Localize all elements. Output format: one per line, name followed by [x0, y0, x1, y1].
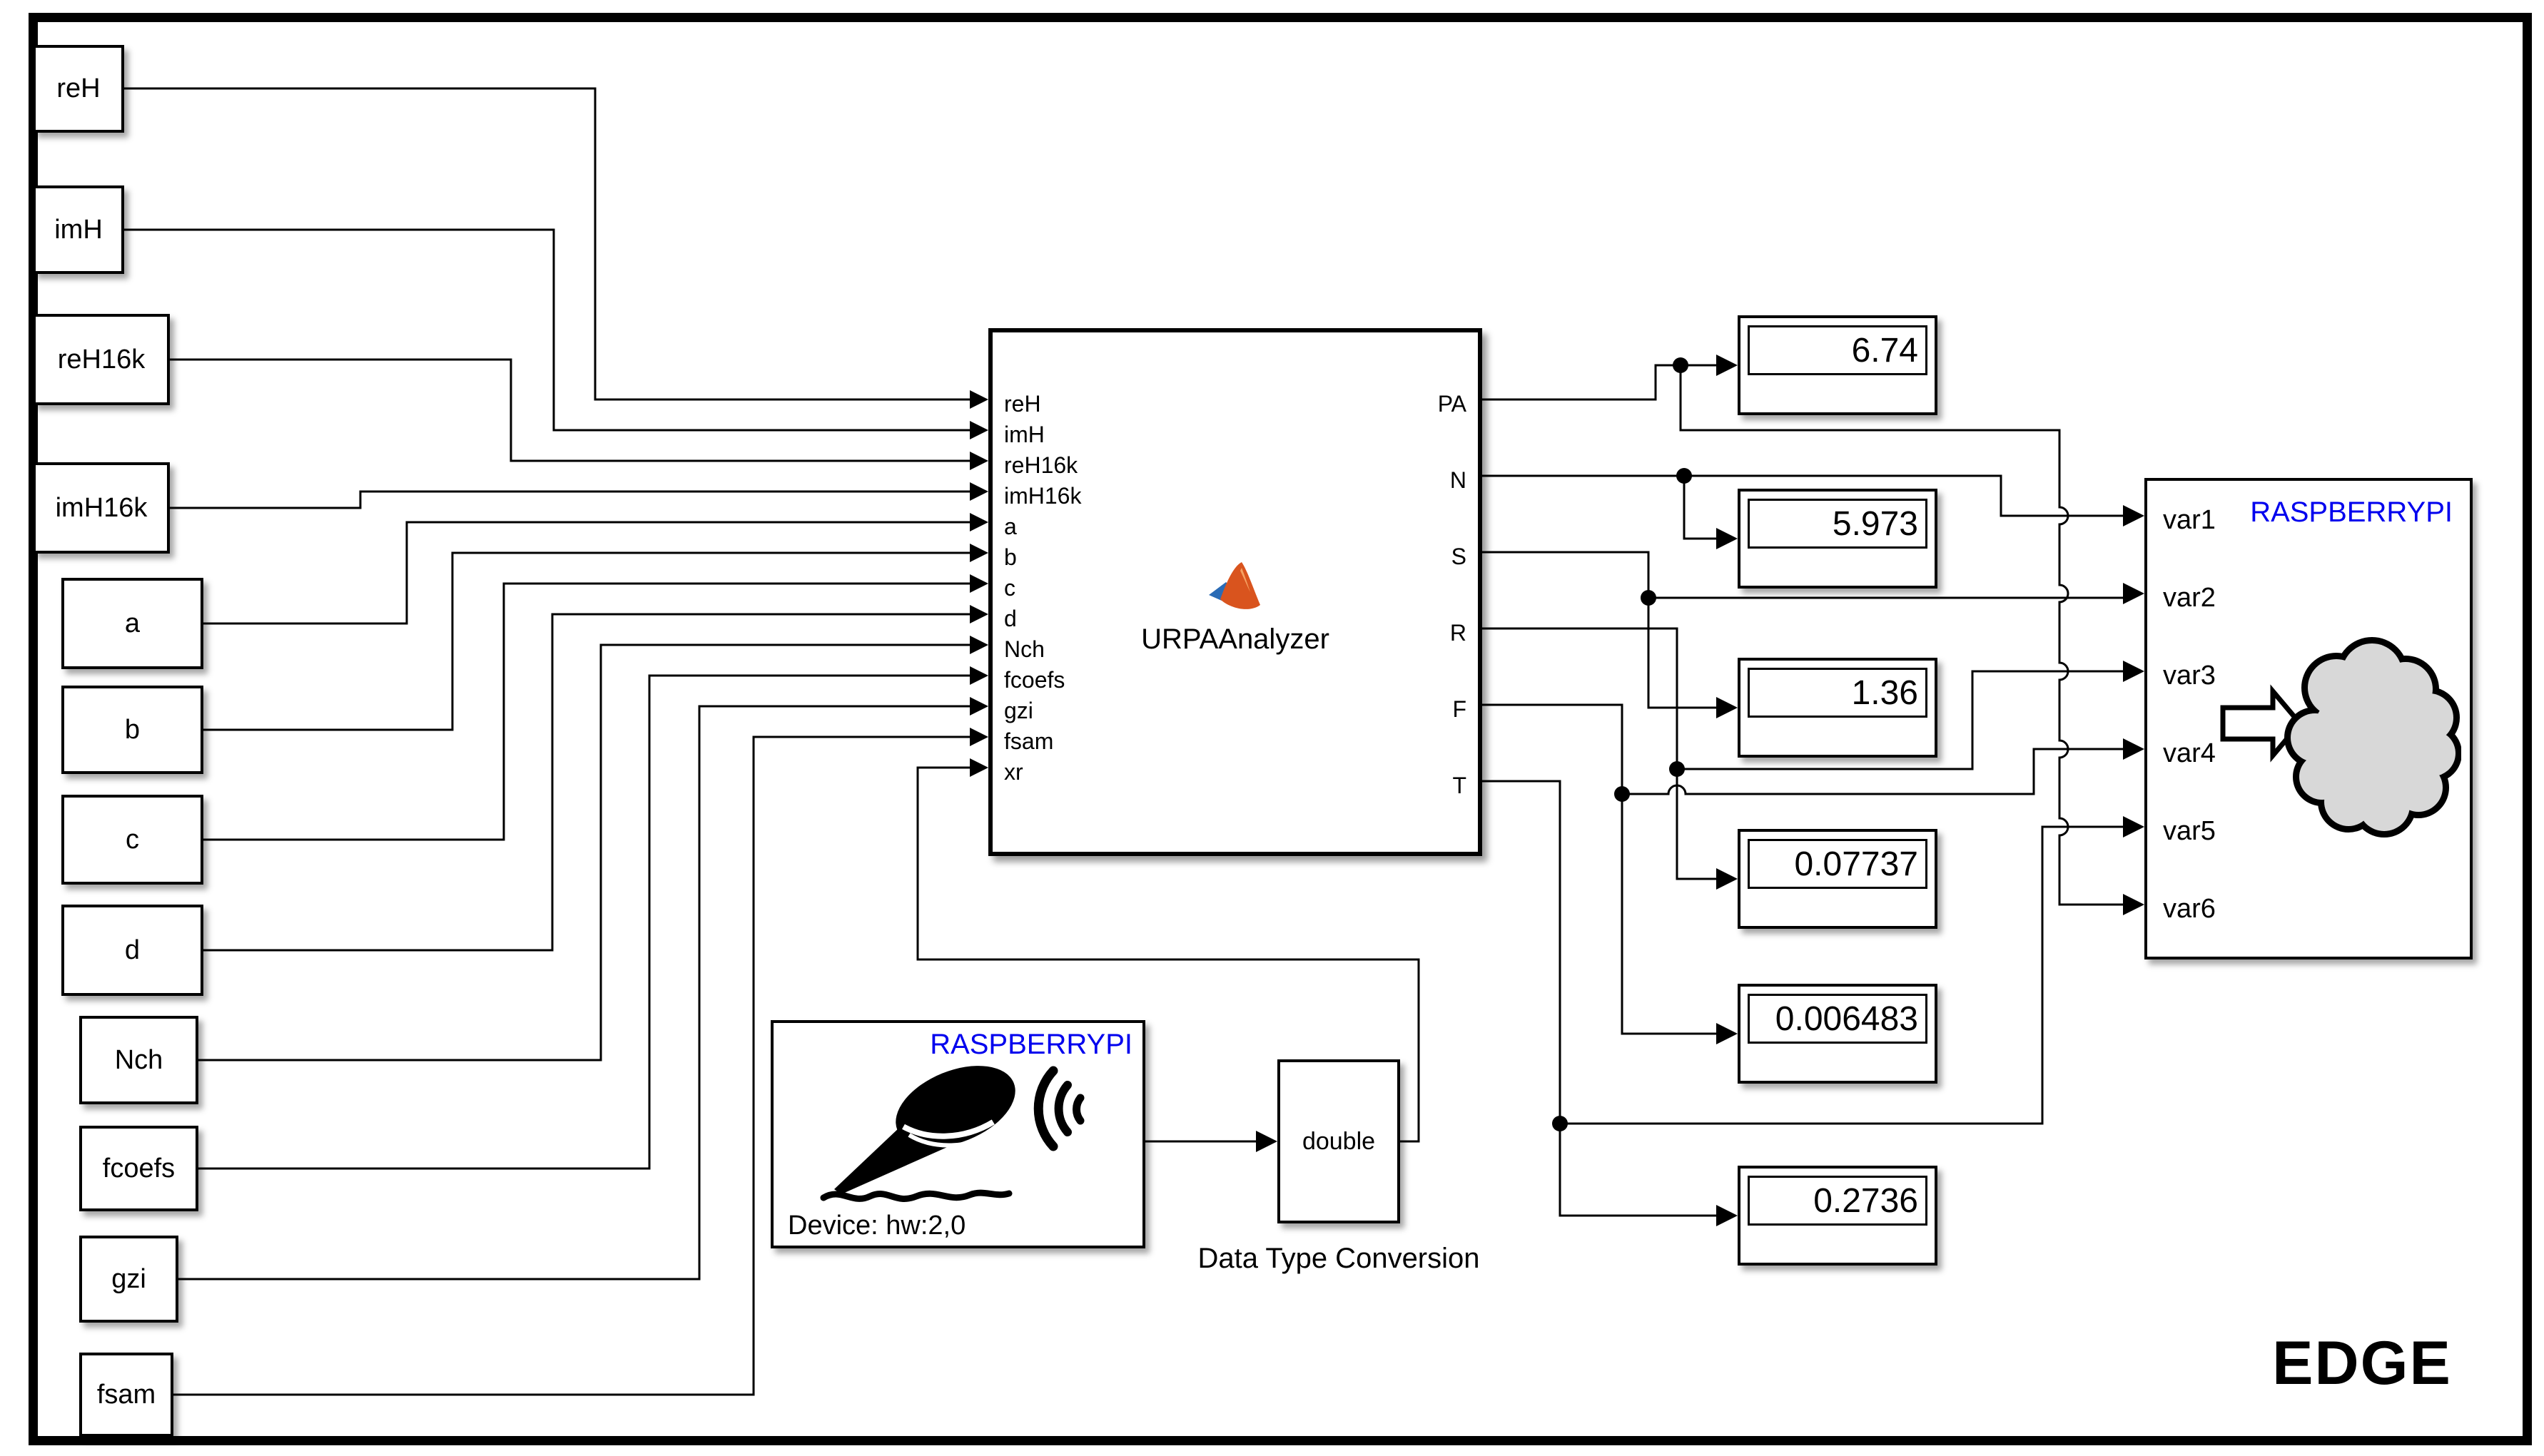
source-block-c[interactable]: c [61, 795, 203, 885]
input-port-label-fsam: fsam [1004, 728, 1054, 754]
output-port-label-R: R [1449, 620, 1466, 646]
var2-port-label: var2 [2163, 583, 2216, 613]
raspberrypi-brand-label: RASPBERRYPI [2250, 497, 2453, 528]
output-port-label-S: S [1451, 544, 1466, 569]
input-port-label-fcoefs: fcoefs [1004, 667, 1065, 693]
display-value: 0.07737 [1748, 839, 1927, 889]
input-port-label-imH: imH [1004, 422, 1045, 447]
raspberrypi-deploy-block[interactable]: RASPBERRYPI var1 var2 var3 var4 var5 var… [2144, 478, 2473, 959]
source-block-imH[interactable]: imH [33, 185, 124, 274]
block-label: Nch [114, 1044, 163, 1075]
input-port-label-b: b [1004, 544, 1017, 570]
audio-capture-block[interactable]: RASPBERRYPI Device: hw:2,0 [771, 1020, 1145, 1248]
var5-port-label: var5 [2163, 816, 2216, 846]
block-label: fsam [96, 1379, 156, 1410]
source-block-b[interactable]: b [61, 686, 203, 774]
display-value: 5.973 [1748, 499, 1927, 549]
display-block-T[interactable]: 0.2736 [1738, 1166, 1937, 1266]
urpa-analyzer-block[interactable]: reH imH reH16k imH16k a b c d Nch fcoefs… [988, 328, 1482, 856]
display-block-N[interactable]: 5.973 [1738, 489, 1937, 589]
var6-port-label: var6 [2163, 894, 2216, 924]
block-label: d [124, 935, 141, 965]
device-label: Device: hw:2,0 [788, 1211, 966, 1241]
raspberrypi-brand-label: RASPBERRYPI [930, 1029, 1132, 1060]
block-label: reH16k [57, 344, 146, 375]
output-port-label-PA: PA [1437, 391, 1466, 417]
display-block-R[interactable]: 0.07737 [1738, 829, 1937, 929]
var1-port-label: var1 [2163, 505, 2216, 535]
block-label: fcoefs [102, 1153, 176, 1183]
display-value: 0.2736 [1748, 1176, 1927, 1226]
input-port-label-xr: xr [1004, 759, 1023, 785]
input-port-label-gzi: gzi [1004, 698, 1033, 723]
input-port-label-imH16k: imH16k [1004, 483, 1082, 509]
display-value: 6.74 [1748, 325, 1927, 375]
source-block-a[interactable]: a [61, 578, 203, 669]
edge-annotation: EDGE [2272, 1329, 2452, 1398]
source-block-Nch[interactable]: Nch [79, 1016, 198, 1104]
analyzer-name: URPAAnalyzer [1141, 623, 1329, 655]
source-block-imH16k[interactable]: imH16k [33, 462, 170, 554]
block-label: gzi [111, 1263, 146, 1294]
source-block-d[interactable]: d [61, 905, 203, 996]
source-block-reH16k[interactable]: reH16k [33, 314, 170, 405]
source-block-fsam[interactable]: fsam [79, 1353, 173, 1437]
input-port-label-a: a [1004, 514, 1017, 539]
input-port-label-c: c [1004, 575, 1015, 601]
cloud-icon [2284, 637, 2461, 838]
display-value: 0.006483 [1748, 994, 1927, 1044]
block-label: imH [54, 214, 103, 245]
block-label: b [124, 714, 141, 745]
input-port-label-reH: reH [1004, 391, 1041, 417]
conversion-type-label: double [1302, 1127, 1376, 1155]
block-label: imH16k [55, 492, 148, 523]
cloud-deploy-icon [2220, 637, 2461, 838]
var4-port-label: var4 [2163, 738, 2216, 768]
input-port-label-reH16k: reH16k [1004, 452, 1078, 478]
source-block-fcoefs[interactable]: fcoefs [79, 1126, 198, 1211]
display-block-F[interactable]: 0.006483 [1738, 984, 1937, 1084]
matlab-logo-icon [1209, 562, 1260, 609]
input-port-label-Nch: Nch [1004, 636, 1045, 662]
block-label: a [124, 608, 141, 638]
var3-port-label: var3 [2163, 661, 2216, 691]
data-type-conversion-block[interactable]: double [1277, 1059, 1400, 1223]
block-label: c [126, 824, 139, 855]
display-block-S[interactable]: 1.36 [1738, 658, 1937, 758]
model-outer-border [29, 13, 2532, 1445]
sound-waves-icon [1033, 1066, 1085, 1151]
display-block-PA[interactable]: 6.74 [1738, 315, 1937, 415]
source-block-reH[interactable]: reH [33, 45, 124, 133]
display-value: 1.36 [1748, 668, 1927, 718]
output-port-label-N: N [1449, 467, 1466, 493]
output-port-label-T: T [1452, 773, 1466, 798]
source-block-gzi[interactable]: gzi [79, 1236, 178, 1323]
block-label: reH [56, 73, 101, 103]
input-port-label-d: d [1004, 606, 1017, 631]
microphone-icon [820, 1066, 1085, 1202]
output-port-label-F: F [1452, 696, 1466, 722]
data-type-conversion-caption: Data Type Conversion [1197, 1243, 1480, 1274]
